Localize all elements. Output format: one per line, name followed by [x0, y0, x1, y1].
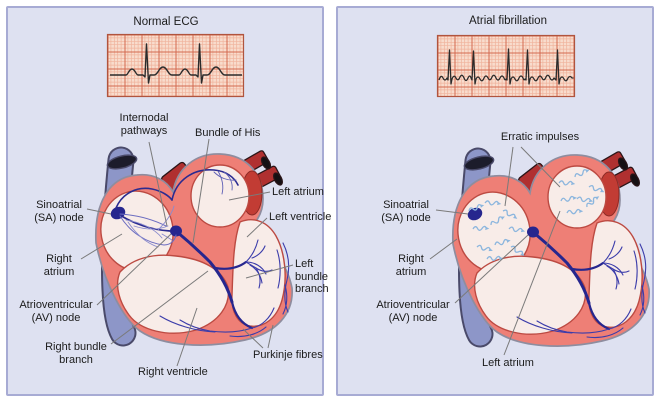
title-normal-ecg: Normal ECG	[133, 16, 199, 28]
label-sa-node-afib: Sinoatrial (SA) node	[381, 199, 431, 224]
label-right-ventricle: Right ventricle	[138, 366, 208, 378]
label-left-ventricle: Left ventricle	[269, 211, 332, 223]
label-purkinje-fibres: Purkinje fibres	[253, 349, 323, 361]
label-av-node-afib: Atrioventricular (AV) node	[376, 299, 450, 324]
label-left-atrium: Left atrium	[272, 186, 324, 198]
label-sa-node: Sinoatrial (SA) node	[34, 199, 84, 224]
label-bundle-of-his: Bundle of His	[195, 127, 261, 139]
label-internodal-pathways: Internodal pathways	[119, 112, 169, 137]
label-left-atrium-afib: Left atrium	[482, 357, 534, 369]
label-right-bundle-branch: Right bundle branch	[45, 341, 107, 366]
label-av-node: Atrioventricular (AV) node	[19, 299, 93, 324]
label-erratic-impulses: Erratic impulses	[500, 131, 580, 143]
title-atrial-fibrillation: Atrial fibrillation	[469, 15, 547, 27]
label-right-atrium-afib: Right atrium	[395, 253, 427, 278]
label-left-bundle-branch: Left bundle branch	[295, 258, 329, 295]
label-right-atrium: Right atrium	[43, 253, 75, 278]
